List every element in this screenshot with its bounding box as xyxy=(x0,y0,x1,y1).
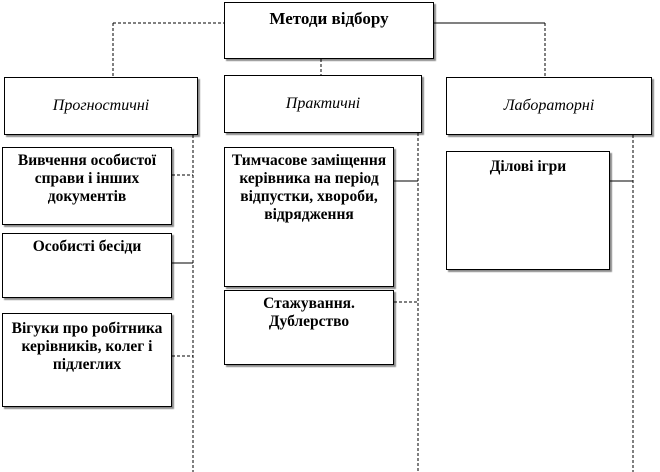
item-internship: Стажування. Дублерство xyxy=(224,290,394,365)
item-label: Стажування. Дублерство xyxy=(263,295,355,330)
root-label: Методи відбору xyxy=(269,9,389,28)
category-prognostic: Прогностичні xyxy=(4,77,198,135)
item-label: Ділові ігри xyxy=(489,158,567,175)
item-business-games: Ділові ігри xyxy=(446,151,610,270)
item-personal-interviews: Особисті бесіди xyxy=(2,233,172,298)
root-node: Методи відбору xyxy=(224,2,434,59)
category-laboratory: Лабораторні xyxy=(446,77,652,135)
item-label: Особисті бесіди xyxy=(32,238,142,255)
category-label: Практичні xyxy=(285,95,361,112)
item-label: Тимчасове заміщення керівника на період … xyxy=(231,152,387,223)
category-practical: Практичні xyxy=(224,75,422,133)
category-label: Лабораторні xyxy=(503,97,595,114)
item-label: Вігуки про робітника керівників, колег і… xyxy=(11,320,163,373)
category-label: Прогностичні xyxy=(52,97,150,114)
item-references: Вігуки про робітника керівників, колег і… xyxy=(2,313,172,407)
item-temporary-replacement: Тимчасове заміщення керівника на період … xyxy=(224,147,394,287)
item-label: Вивчення особистої справи і інших докуме… xyxy=(17,152,157,205)
item-personal-file-study: Вивчення особистої справи і інших докуме… xyxy=(2,147,172,225)
